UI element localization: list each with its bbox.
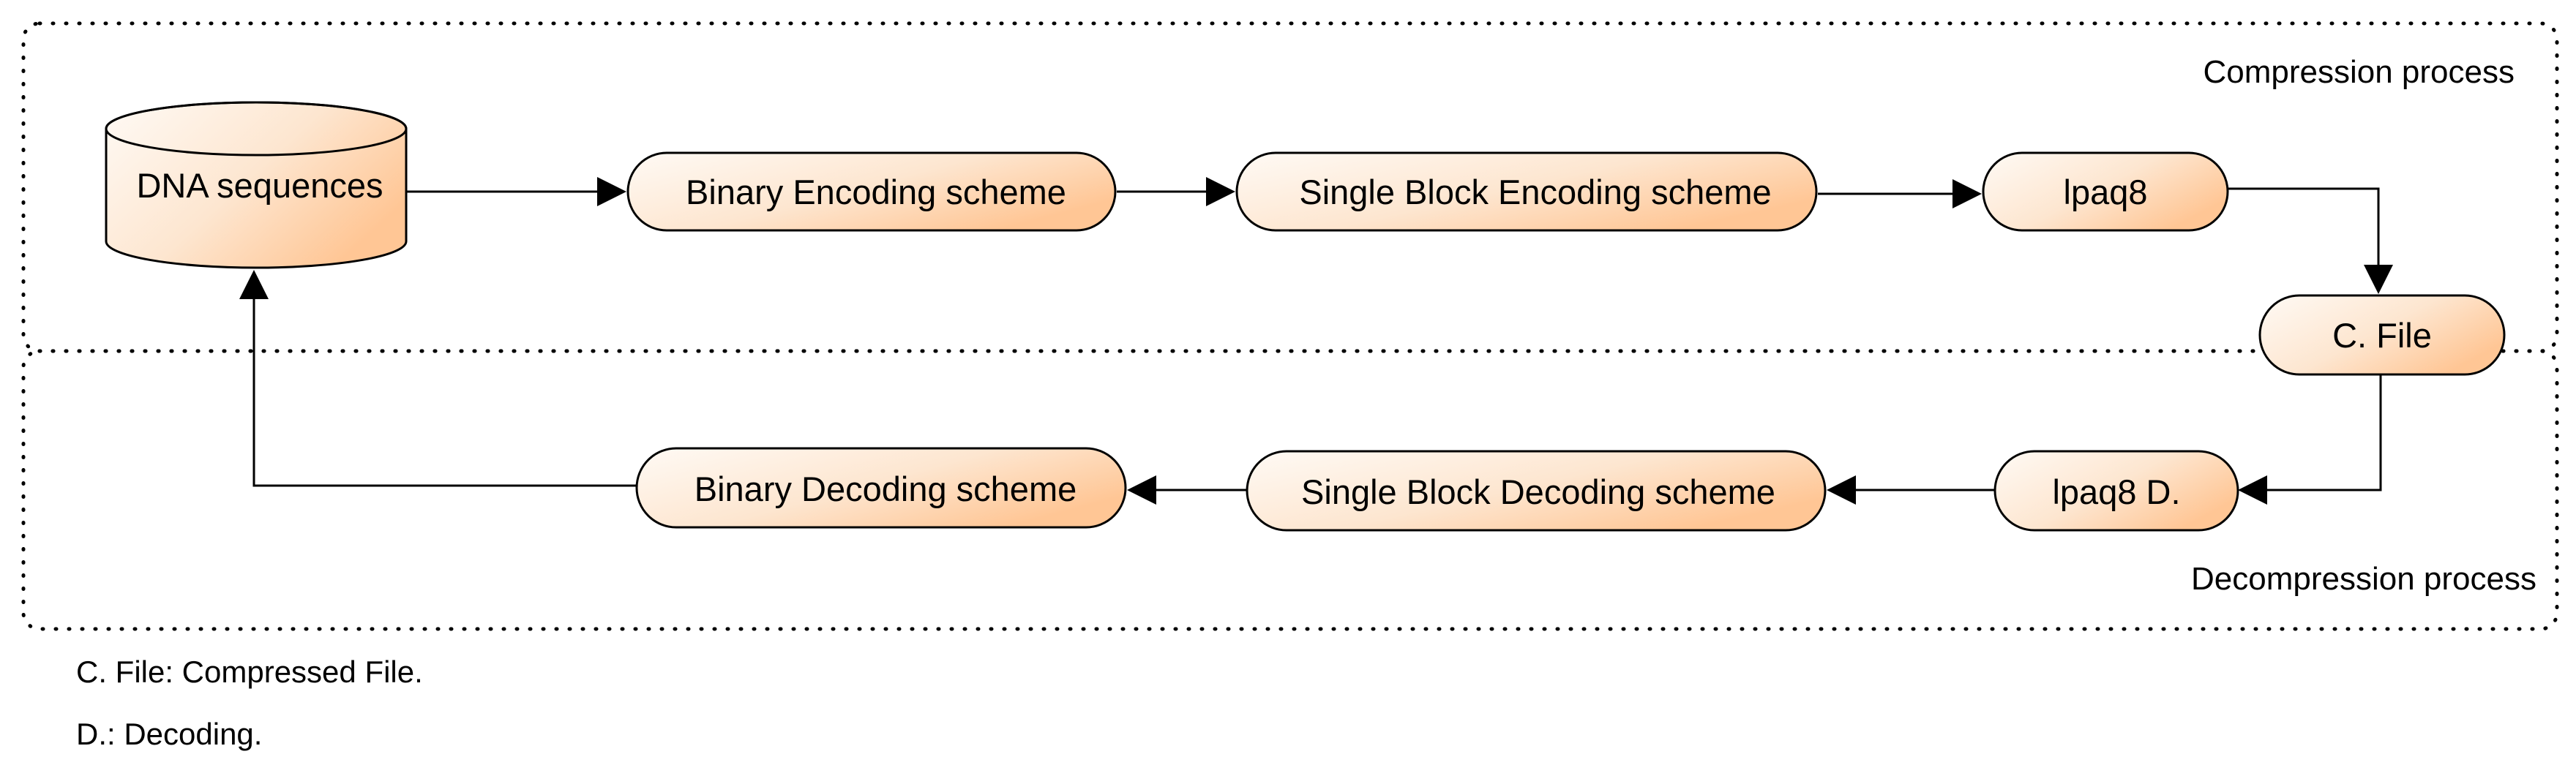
edge-single-block-encoding-to-lpaq8 bbox=[1818, 179, 1982, 208]
edge-compressed-file-to-lpaq8-decoding bbox=[2238, 374, 2382, 505]
node-binary-decoding: Binary Decoding scheme bbox=[635, 447, 1127, 529]
legend: C. File: Compressed File. D.: Decoding. bbox=[76, 655, 423, 751]
binary-decoding-label: Binary Decoding scheme bbox=[694, 470, 1077, 508]
dna-sequences-label: DNA sequences bbox=[136, 166, 383, 205]
binary-encoding-label: Binary Encoding scheme bbox=[686, 173, 1066, 211]
decompression-region: Decompression process bbox=[21, 349, 2559, 631]
lpaq8-decoding-label: lpaq8 D. bbox=[2052, 472, 2180, 511]
single-block-encoding-label: Single Block Encoding scheme bbox=[1299, 173, 1771, 211]
edge-binary-decoding-to-dna bbox=[239, 270, 637, 487]
lpaq8-label: lpaq8 bbox=[2064, 173, 2148, 211]
compression-process-label: Compression process bbox=[2204, 54, 2515, 90]
node-lpaq8: lpaq8 bbox=[1982, 151, 2229, 232]
edges bbox=[239, 177, 2393, 505]
node-single-block-decoding: Single Block Decoding scheme bbox=[1246, 450, 1827, 532]
edge-binary-encoding-to-single-block-encoding bbox=[1117, 177, 1235, 206]
node-single-block-encoding: Single Block Encoding scheme bbox=[1235, 151, 1818, 232]
legend-decoding: D.: Decoding. bbox=[76, 717, 262, 751]
single-block-decoding-label: Single Block Decoding scheme bbox=[1301, 472, 1775, 511]
edge-single-block-decoding-to-binary-decoding bbox=[1127, 475, 1247, 505]
compressed-file-label: C. File bbox=[2332, 316, 2432, 355]
node-dna-sequences: DNA sequences bbox=[105, 101, 408, 269]
edge-dna-to-binary-encoding bbox=[407, 177, 626, 206]
edge-lpaq8-to-compressed-file bbox=[2228, 187, 2393, 294]
legend-cfile: C. File: Compressed File. bbox=[76, 655, 423, 689]
node-lpaq8-decoding: lpaq8 D. bbox=[1993, 450, 2239, 532]
node-binary-encoding: Binary Encoding scheme bbox=[626, 151, 1117, 232]
edge-lpaq8-decoding-to-single-block-decoding bbox=[1827, 475, 1995, 505]
decompression-process-label: Decompression process bbox=[2191, 561, 2536, 597]
node-compressed-file: C. File bbox=[2258, 294, 2506, 376]
